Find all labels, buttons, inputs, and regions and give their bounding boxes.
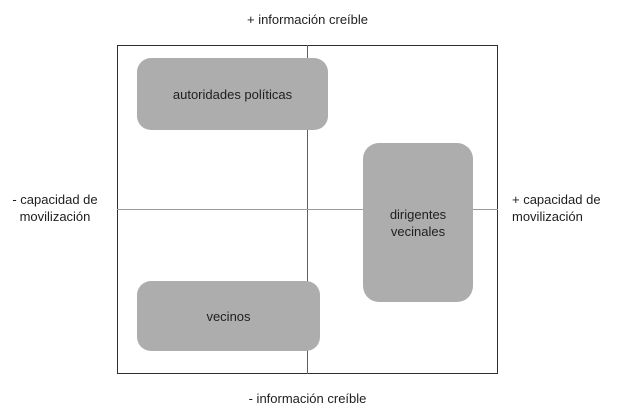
axis-label-right-line2: movilización	[512, 209, 583, 224]
node-vecinos: vecinos	[137, 281, 320, 351]
node-dirigentes-vecinales: dirigentes vecinales	[363, 143, 473, 302]
axis-label-bottom: - información creíble	[248, 391, 367, 406]
node-autoridades-politicas: autoridades políticas	[137, 58, 328, 130]
axis-label-left: - capacidad de movilización	[2, 191, 108, 225]
node-label: dirigentes vecinales	[389, 206, 447, 239]
axis-label-right-line1: + capacidad de	[512, 192, 601, 207]
axis-label-left-line2: movilización	[19, 209, 91, 224]
node-label: autoridades políticas	[172, 86, 293, 102]
axis-label-right: + capacidad de movilización	[512, 191, 622, 225]
horizontal-divider-line	[117, 209, 498, 211]
node-label: vecinos	[206, 308, 251, 324]
axis-label-left-line1: - capacidad de	[12, 192, 98, 207]
axis-label-top: + información creíble	[246, 12, 369, 27]
